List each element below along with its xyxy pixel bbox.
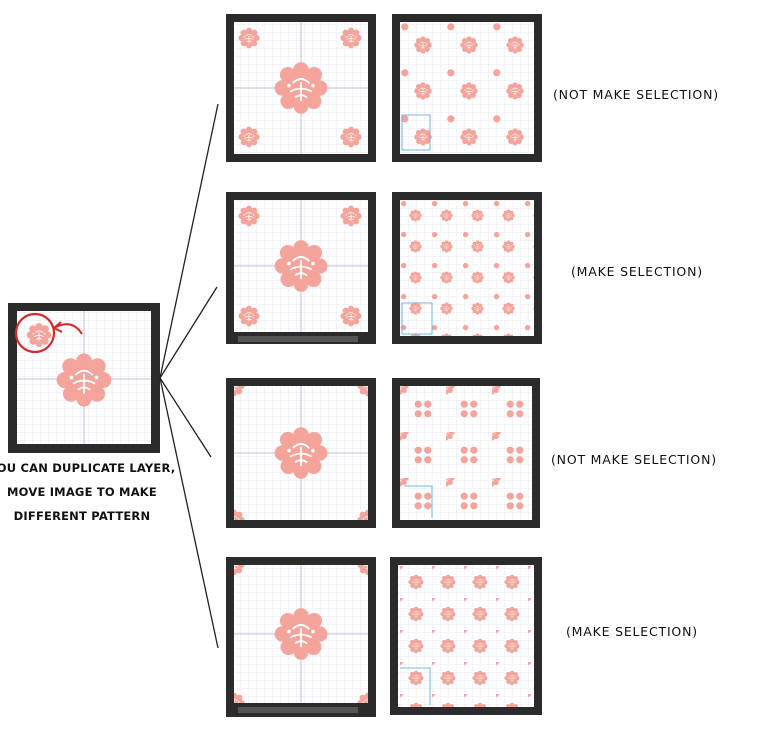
flower-motif (55, 352, 113, 408)
row-3-layer-panel (226, 378, 376, 528)
row-4-pattern-result (390, 557, 542, 715)
caption-line-2: MOVE IMAGE TO MAKE (7, 485, 157, 499)
row-3-label: (NOT MAKE SELECTION) (551, 452, 717, 467)
row-3-pattern-result (392, 378, 540, 528)
source-canvas-panel (8, 303, 160, 453)
toolbar-strip (238, 707, 358, 713)
row-2-layer-panel (226, 192, 376, 344)
row-1-pattern-result (392, 14, 542, 162)
toolbar-strip (238, 336, 358, 342)
row-1-label: (NOT MAKE SELECTION) (553, 87, 719, 102)
highlight-circle (14, 312, 56, 354)
row-1-layer-panel (226, 14, 376, 162)
row-4-layer-panel (226, 557, 376, 717)
row-4-label: (MAKE SELECTION) (566, 624, 698, 639)
caption-line-1: YOU CAN DUPLICATE LAYER, (0, 461, 175, 475)
connector-lines (159, 103, 219, 649)
row-2-pattern-result (392, 192, 542, 344)
row-2-label: (MAKE SELECTION) (571, 264, 703, 279)
caption-line-3: DIFFERENT PATTERN (14, 509, 151, 523)
